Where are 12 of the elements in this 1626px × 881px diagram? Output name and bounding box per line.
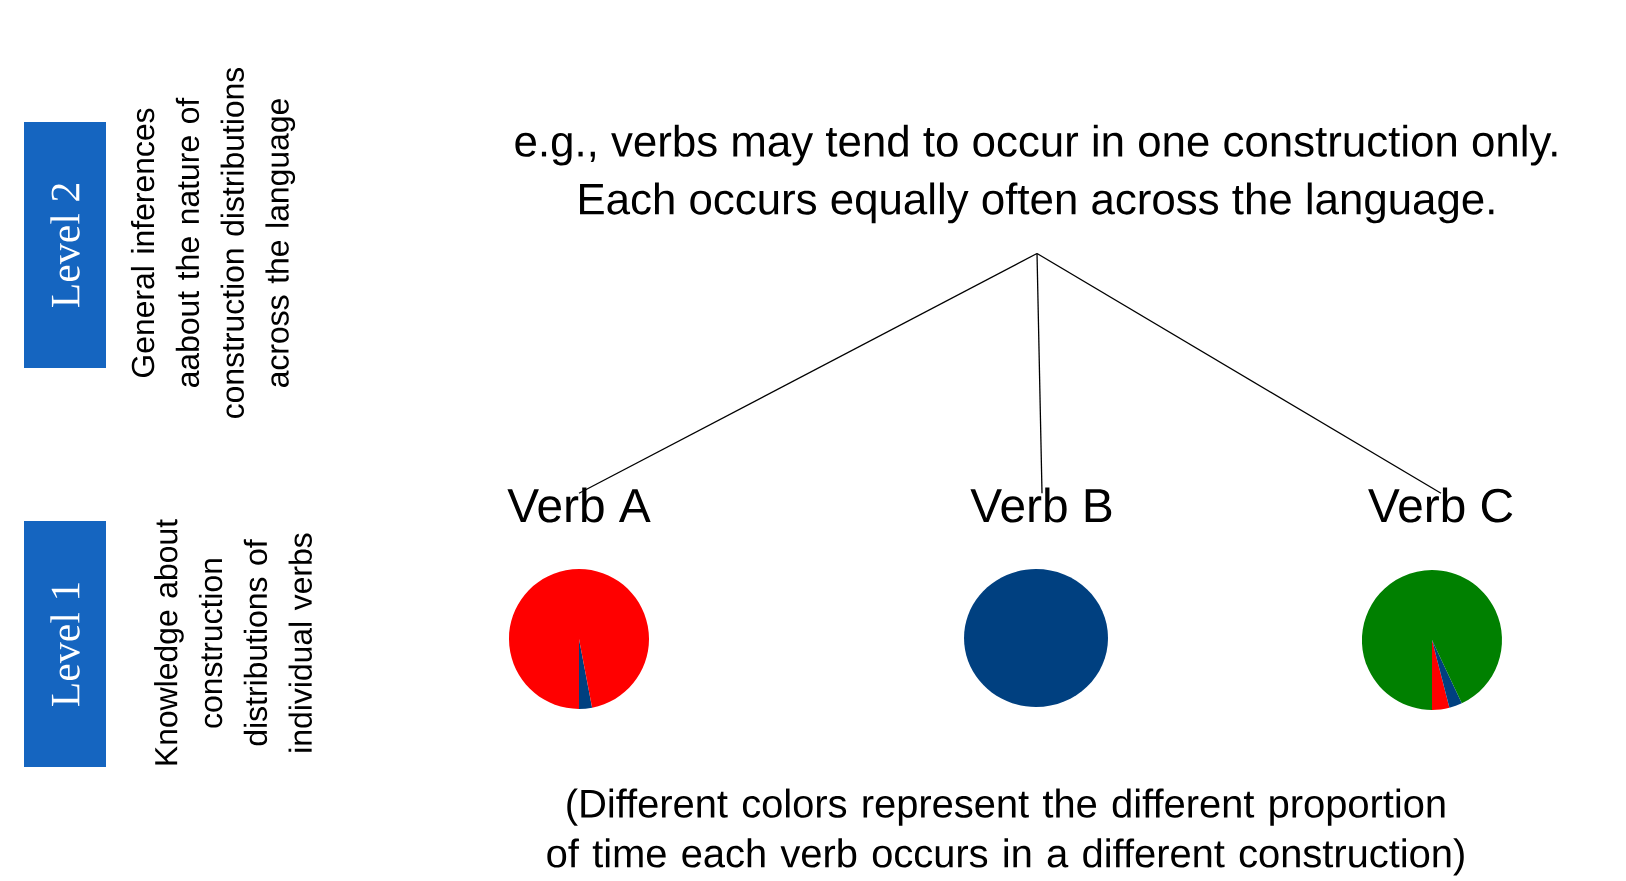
tree-line <box>1036 252 1043 494</box>
verb-label: Verb A <box>507 487 651 523</box>
tree-line <box>1036 252 1442 494</box>
verb-label: Verb C <box>1368 487 1513 523</box>
tree-line <box>578 252 1038 494</box>
verb-label: Verb B <box>970 487 1112 523</box>
rotated-description: Knowledge about construction distributions of individual verbs <box>154 519 312 765</box>
level-box: Level 2 <box>24 122 106 368</box>
level-box: Level 1 <box>24 521 106 767</box>
rotated-description: General inferences aabout the nature of construction distributions across the language <box>130 67 296 418</box>
heading-text: e.g., verbs may tend to occur in one construction only. Each occurs equally often across the language. <box>515 124 1557 224</box>
caption-text: (Different colors represent the different proportion of time each verb occurs in a different construction) <box>547 788 1464 876</box>
